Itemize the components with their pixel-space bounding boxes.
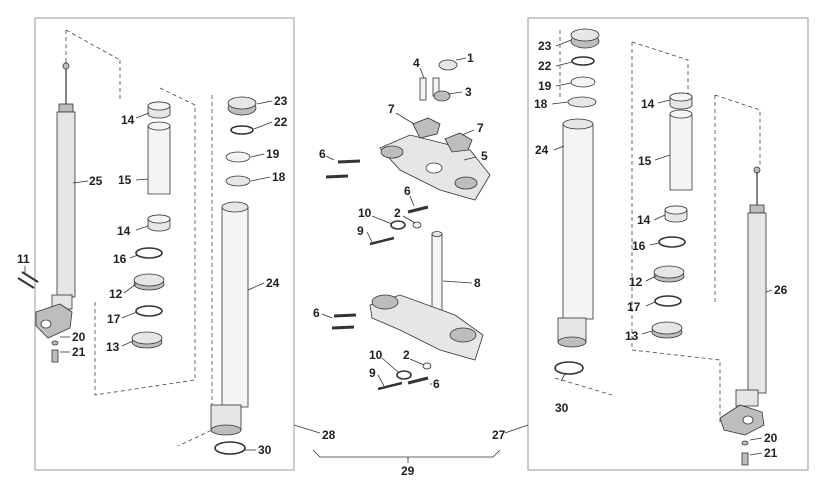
label-bolt-20: 20 [72,330,86,344]
label-right-lower-slider: 26 [774,283,788,297]
label-bolt-11: 11 [17,252,30,266]
label-clip-10-a: 10 [358,206,372,220]
lower-slider-part [35,62,76,339]
label-dust-seal: 13 [106,340,120,354]
lower-bolts-6 [331,313,429,385]
label-oring: 22 [274,115,288,129]
label-bolt-9-a: 9 [357,224,364,238]
label-right-bushing-top: 14 [641,97,655,111]
label-bolt-6-a: 6 [319,147,326,161]
label-right-dust-seal: 13 [625,329,639,343]
label-right-assembly: 27 [492,428,506,442]
label-fork-tube: 24 [266,276,280,290]
right-lower-slider-part [719,166,767,466]
right-dash-c [714,94,761,305]
label-clamp-7-b: 7 [477,121,484,135]
upper-bolts-6 [325,159,429,214]
label-right-bolt-21: 21 [764,446,778,460]
label-pin-2-a: 2 [394,206,401,220]
top-yoke-part [379,134,491,201]
label-bolt-4: 4 [413,56,420,70]
lead-28 [293,424,321,434]
washer-20-part [51,340,59,346]
label-bolt-6-d: 6 [433,377,440,391]
label-right-spacer: 15 [638,154,652,168]
left-tube-stack [210,96,257,455]
label-fork-cap: 23 [274,94,288,108]
label-bushing-bot: 14 [117,224,131,238]
label-bolt-9-b: 9 [369,366,376,380]
lower-pins [377,362,432,391]
right-tube-stack [554,28,600,375]
left-spacer-stack [131,101,171,349]
label-right-fork-cap: 23 [538,39,552,53]
label-seal: 12 [109,287,123,301]
bolt-21-part [51,349,59,363]
right-spacer-stack [651,92,693,339]
cap-bolt-parts [419,59,458,102]
label-right-bolt-20: 20 [764,431,778,445]
label-pin-2-b: 2 [403,348,410,362]
label-washer: 16 [113,252,127,266]
label-spacer: 15 [118,173,132,187]
label-right-ring-18: 18 [534,97,548,111]
left-dash-c [177,95,213,447]
label-right-fork-tube: 24 [535,143,549,157]
label-bolt-21: 21 [72,345,86,359]
label-right-oring: 22 [538,59,552,73]
label-right-circlip: 30 [555,401,569,415]
label-bolt-6-b: 6 [404,184,411,198]
label-yoke-group: 29 [401,464,415,478]
right-dash-b [631,41,721,425]
label-steering-stem: 8 [474,276,481,290]
label-clip-10-b: 10 [369,348,383,362]
upper-pins [369,220,422,246]
label-right-clip: 17 [627,300,641,314]
label-clip: 17 [107,312,121,326]
clamp-7-parts [412,117,473,153]
group-bracket [312,449,501,458]
right-fork-frame [527,17,809,471]
lead-27 [504,424,529,434]
label-bolt-6-c: 6 [313,306,320,320]
label-top-cap: 1 [467,51,474,65]
label-ring-19: 19 [266,147,280,161]
label-right-ring-19: 19 [538,79,552,93]
label-clamp-7-a: 7 [388,102,395,116]
bottom-yoke-part [369,294,484,361]
label-right-washer: 16 [632,239,646,253]
label-ring-18: 18 [272,170,286,184]
label-right-bushing-bot: 14 [637,213,651,227]
left-fork-frame [34,17,295,471]
label-right-seal: 12 [629,275,643,289]
label-nut-3: 3 [465,85,472,99]
label-left-assembly: 28 [322,428,336,442]
steering-stem-part [431,231,443,315]
label-bushing-top: 14 [121,113,135,127]
label-top-yoke: 5 [481,149,488,163]
label-circlip: 30 [258,443,272,457]
label-lower-slider: 25 [89,174,103,188]
